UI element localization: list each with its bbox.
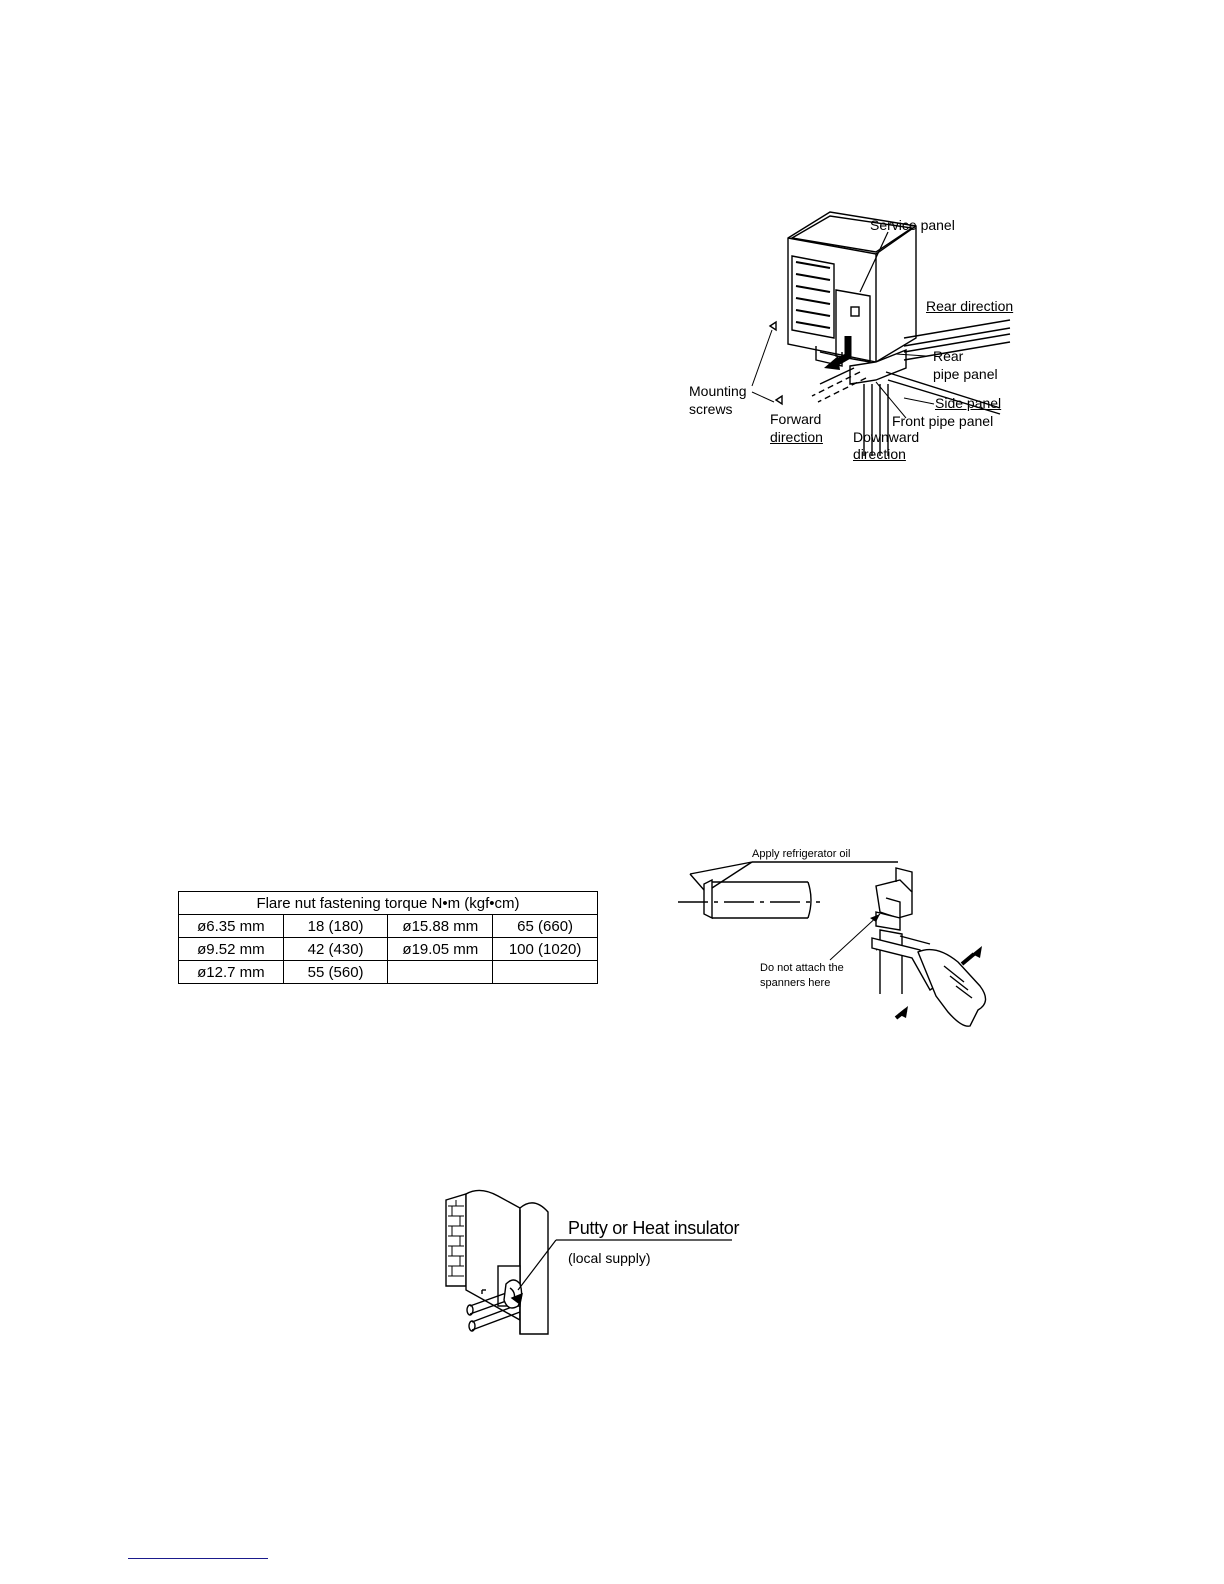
rear-pipe-panel-label-line1: Rear xyxy=(933,348,964,364)
forward-direction-label-line1: Forward xyxy=(770,411,822,427)
no-spanner-label-line2: spanners here xyxy=(760,977,831,989)
footnote-divider xyxy=(128,1558,268,1559)
apply-oil-label: Apply refrigerator oil xyxy=(752,848,851,860)
mounting-screws-label-line2: screws xyxy=(689,401,733,417)
table-cell: 55 (560) xyxy=(282,960,389,984)
table-row: ø9.52 mm 42 (430) ø19.05 mm 100 (1020) xyxy=(178,937,598,961)
table-cell: ø12.7 mm xyxy=(178,960,284,984)
table-cell xyxy=(492,960,598,984)
side-panel-label: Side panel xyxy=(935,395,1002,411)
table-cell: 18 (180) xyxy=(282,914,389,938)
downward-direction-label-line1: Downward xyxy=(853,429,920,445)
front-pipe-panel-label: Front pipe panel xyxy=(892,413,994,429)
rear-pipe-panel-label-line2: pipe panel xyxy=(933,366,998,382)
flare-nut-torque-table: Flare nut fastening torque N•m (kgf•cm) … xyxy=(178,891,598,984)
downward-direction-label-line2: direction xyxy=(853,446,906,462)
table-cell: 42 (430) xyxy=(282,937,389,961)
putty-insulator-label: Putty or Heat insulator xyxy=(568,1218,740,1238)
table-row: ø12.7 mm 55 (560) xyxy=(178,960,598,984)
forward-direction-label-line2: direction xyxy=(770,429,823,445)
rear-direction-label: Rear direction xyxy=(926,298,1014,314)
no-spanner-label-line1: Do not attach the xyxy=(760,962,844,974)
table-cell: 100 (1020) xyxy=(492,937,598,961)
table-row: ø6.35 mm 18 (180) ø15.88 mm 65 (660) xyxy=(178,914,598,938)
table-header-row: Flare nut fastening torque N•m (kgf•cm) xyxy=(178,891,598,915)
service-panel-label: Service panel xyxy=(870,217,955,233)
table-cell: ø19.05 mm xyxy=(387,937,494,961)
table-cell: ø9.52 mm xyxy=(178,937,284,961)
table-title: Flare nut fastening torque N•m (kgf•cm) xyxy=(178,891,598,915)
table-cell: ø6.35 mm xyxy=(178,914,284,938)
local-supply-label: (local supply) xyxy=(568,1250,651,1266)
mounting-screws-label-line1: Mounting xyxy=(689,383,747,399)
